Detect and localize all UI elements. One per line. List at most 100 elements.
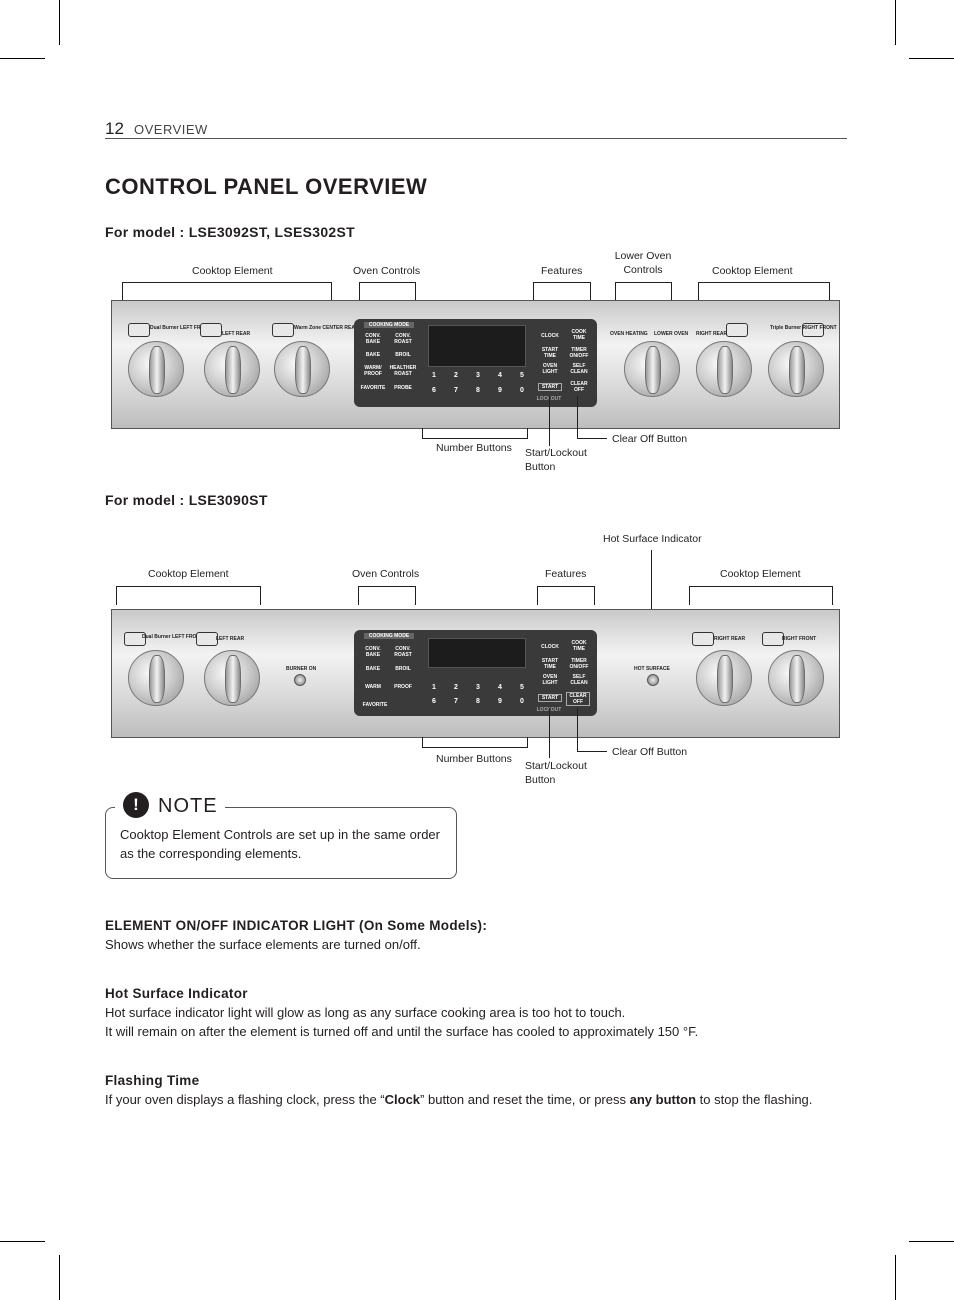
knob-label: Dual Burner LEFT FRONT xyxy=(142,634,204,640)
knob-label: Triple Burner RIGHT FRONT xyxy=(770,325,837,331)
number-button: 2 xyxy=(454,372,458,379)
element-icon xyxy=(762,632,784,646)
mode-button: CONV. ROAST xyxy=(394,646,412,658)
mode-button: BROIL xyxy=(395,666,411,672)
burner-on-indicator xyxy=(294,674,306,686)
model2-heading: For model : LSE3090ST xyxy=(105,492,268,508)
crop-mark xyxy=(0,1241,45,1242)
knob-label: RIGHT REAR xyxy=(714,636,746,642)
label-oven-controls: Oven Controls xyxy=(353,265,421,277)
knob-label: LEFT REAR xyxy=(222,331,251,337)
mode-button: WARM xyxy=(365,684,381,690)
leader-line xyxy=(577,751,607,752)
oven-control-pad: COOKING MODE CONV. BAKE CONV. ROAST BAKE… xyxy=(354,319,597,407)
feature-button: START TIME xyxy=(541,658,559,670)
bracket xyxy=(422,428,528,439)
oven-control-pad: COOKING MODE CONV. BAKE CONV. ROAST BAKE… xyxy=(354,630,597,716)
section-heading: ELEMENT ON/OFF INDICATOR LIGHT (On Some … xyxy=(105,918,488,933)
label-cooktop-element: Cooktop Element xyxy=(720,568,801,580)
mode-button: PROBE xyxy=(394,385,412,391)
leader-line xyxy=(577,396,578,438)
number-button: 1 xyxy=(432,372,436,379)
number-button: 8 xyxy=(476,698,480,705)
bracket xyxy=(698,282,830,301)
mode-button: HEALTHER ROAST xyxy=(389,365,417,377)
feature-button: START TIME xyxy=(541,347,559,359)
clear-off-button: CLEAR OFF xyxy=(570,381,588,393)
cooktop-knob xyxy=(204,650,260,706)
number-button: 5 xyxy=(520,372,524,379)
hot-surface-label: HOT SURFACE xyxy=(634,666,670,672)
mode-button: BROIL xyxy=(395,352,411,358)
label-cooktop-element: Cooktop Element xyxy=(712,265,793,277)
crop-mark xyxy=(909,1241,954,1242)
knob-label: RIGHT REAR xyxy=(696,331,728,337)
mode-button: FAVORITE xyxy=(362,702,388,708)
cooktop-knob xyxy=(696,650,752,706)
number-button: 3 xyxy=(476,684,480,691)
number-button: 2 xyxy=(454,684,458,691)
label-start-lockout-button: Start/Lockout Button xyxy=(525,447,587,473)
knob-label: LEFT REAR xyxy=(216,636,245,642)
lower-oven-knob xyxy=(624,341,680,397)
cooktop-knob xyxy=(768,341,824,397)
bracket xyxy=(689,586,833,605)
mode-button: CONV. BAKE xyxy=(365,333,381,345)
note-exclamation-icon: ! xyxy=(123,792,149,818)
start-button: START xyxy=(538,694,562,702)
feature-button: COOK TIME xyxy=(571,640,587,652)
label-hot-surface-indicator: Hot Surface Indicator xyxy=(603,533,702,545)
cooking-mode-label: COOKING MODE xyxy=(364,633,414,639)
model1-heading: For model : LSE3092ST, LSES302ST xyxy=(105,224,356,240)
page-title: CONTROL PANEL OVERVIEW xyxy=(105,174,428,199)
label-cooktop-element: Cooktop Element xyxy=(148,568,229,580)
note-text: Cooktop Element Controls are set up in t… xyxy=(120,827,440,861)
knob-label: RIGHT FRONT xyxy=(782,636,817,642)
element-icon xyxy=(124,632,146,646)
number-button: 6 xyxy=(432,387,436,394)
burner-on-label: BURNER ON xyxy=(286,666,317,672)
label-lower-oven-controls: Lower Oven Controls xyxy=(614,250,672,276)
number-button: 9 xyxy=(498,387,502,394)
number-button: 4 xyxy=(498,372,502,379)
feature-button: COOK TIME xyxy=(571,329,587,341)
bracket xyxy=(615,282,672,301)
mode-button: BAKE xyxy=(365,352,381,358)
cooktop-knob xyxy=(768,650,824,706)
feature-button: SELF CLEAN xyxy=(570,674,588,686)
feature-button: TIMER ON/OFF xyxy=(569,347,589,359)
bracket xyxy=(122,282,332,301)
mode-button: CONV. BAKE xyxy=(365,646,381,658)
crop-mark xyxy=(895,0,896,45)
label-features: Features xyxy=(545,568,587,580)
element-icon xyxy=(200,323,222,337)
element-icon xyxy=(726,323,748,337)
display-screen xyxy=(428,638,526,668)
page-number: 12 xyxy=(105,119,124,138)
note-box xyxy=(105,807,457,879)
section-heading: Flashing Time xyxy=(105,1073,200,1088)
feature-button: CLOCK xyxy=(541,644,559,650)
label-oven-controls: Oven Controls xyxy=(352,568,420,580)
number-button: 8 xyxy=(476,387,480,394)
cooking-mode-label: COOKING MODE xyxy=(364,322,414,328)
cooktop-knob xyxy=(696,341,752,397)
number-button: 3 xyxy=(476,372,480,379)
lockout-label: LOCKOUT xyxy=(536,707,562,713)
number-button: 9 xyxy=(498,698,502,705)
hot-surface-indicator xyxy=(647,674,659,686)
element-icon xyxy=(196,632,218,646)
control-panel-illustration: Dual Burner LEFT FRONT LEFT REAR Warm Zo… xyxy=(111,300,840,429)
cooktop-knob xyxy=(274,341,330,397)
section-text: Hot surface indicator light will glow as… xyxy=(105,1005,626,1020)
section-heading: Hot Surface Indicator xyxy=(105,986,248,1001)
feature-button: SELF CLEAN xyxy=(570,363,588,375)
knob-label: Warm Zone CENTER REAR xyxy=(294,325,359,331)
element-icon xyxy=(272,323,294,337)
label-features: Features xyxy=(541,265,583,277)
element-icon xyxy=(128,323,150,337)
display-screen xyxy=(428,325,526,367)
knob-label: LOWER OVEN xyxy=(654,331,689,337)
number-button: 4 xyxy=(498,684,502,691)
crop-mark xyxy=(895,1255,896,1300)
